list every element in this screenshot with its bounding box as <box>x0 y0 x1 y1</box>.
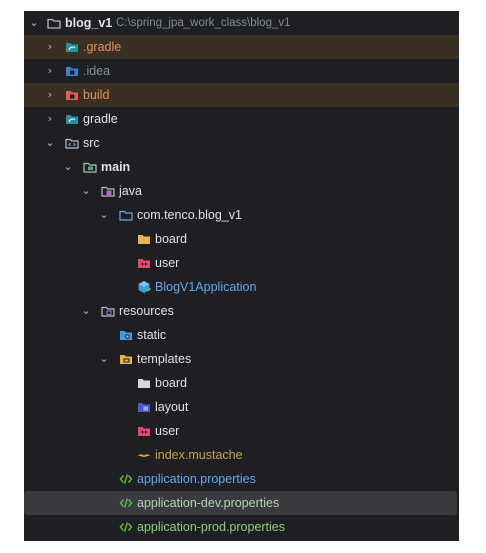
tree-row-application-class[interactable]: BlogV1Application <box>24 275 459 299</box>
chevron-down-icon[interactable]: ⌄ <box>63 160 73 173</box>
properties-icon <box>119 522 133 532</box>
tree-row-java[interactable]: ⌄ java <box>24 179 459 203</box>
tree-label: board <box>155 232 187 246</box>
tree-row-application-prod-properties[interactable]: application-prod.properties <box>24 515 459 539</box>
tree-label: resources <box>119 304 174 318</box>
folder-icon <box>138 235 150 244</box>
tree-label: layout <box>155 400 189 414</box>
spring-class-icon <box>138 281 151 293</box>
tree-row-gradle[interactable]: › gradle <box>24 107 459 131</box>
tree-label: board <box>155 376 187 390</box>
tree-label: main <box>101 160 131 174</box>
tree-label: index.mustache <box>155 448 243 462</box>
module-folder-icon <box>83 162 97 173</box>
user-folder-icon <box>138 259 150 268</box>
chevron-down-icon[interactable]: ⌄ <box>81 184 91 197</box>
chevron-right-icon[interactable]: › <box>47 88 53 101</box>
build-folder-icon <box>66 91 78 100</box>
tree-label: java <box>119 184 142 198</box>
tree-row-user[interactable]: user <box>24 251 459 275</box>
chevron-down-icon[interactable]: ⌄ <box>99 208 109 221</box>
mustache-icon <box>138 454 150 457</box>
gradle-folder-icon <box>66 43 78 52</box>
tree-row-application-properties[interactable]: application.properties <box>24 467 459 491</box>
package-icon <box>119 210 133 221</box>
templates-folder-icon <box>120 355 132 364</box>
tree-row-package[interactable]: ⌄ com.tenco.blog_v1 <box>24 203 459 227</box>
layout-folder-icon <box>138 403 150 412</box>
properties-icon <box>119 498 133 508</box>
tree-label: com.tenco.blog_v1 <box>137 208 242 222</box>
tree-row-board[interactable]: board <box>24 227 459 251</box>
resources-folder-icon <box>101 306 115 317</box>
tree-row-project-root[interactable]: ⌄ blog_v1 C:\spring_jpa_work_class\blog_… <box>24 11 459 35</box>
folder-icon <box>138 379 150 388</box>
chevron-right-icon[interactable]: › <box>47 64 53 77</box>
tree-label: application-dev.properties <box>137 496 280 510</box>
project-path: C:\spring_jpa_work_class\blog_v1 <box>116 17 291 29</box>
static-folder-icon <box>120 331 132 340</box>
tree-label: src <box>83 136 100 150</box>
gradle-folder-icon <box>66 115 78 124</box>
project-name: blog_v1 <box>65 16 113 30</box>
tree-row-resources[interactable]: ⌄ resources <box>24 299 459 323</box>
java-folder-icon <box>101 186 115 197</box>
tree-label: .gradle <box>83 40 122 54</box>
tree-row-templates-board[interactable]: board <box>24 371 459 395</box>
properties-icon <box>119 474 133 484</box>
tree-row-main[interactable]: ⌄ main <box>24 155 459 179</box>
tree-label: user <box>155 256 180 270</box>
tree-label: application.properties <box>137 472 256 486</box>
chevron-right-icon[interactable]: › <box>47 112 53 125</box>
tree-label: static <box>137 328 167 342</box>
user-folder-icon <box>138 427 150 436</box>
idea-folder-icon <box>66 67 78 76</box>
tree-row-static[interactable]: static <box>24 323 459 347</box>
tree-label: application-prod.properties <box>137 520 286 534</box>
source-folder-icon <box>65 138 79 149</box>
tree-row-idea[interactable]: › .idea <box>24 59 459 83</box>
tree-row-templates-user[interactable]: user <box>24 419 459 443</box>
tree-label: user <box>155 424 180 438</box>
chevron-down-icon[interactable]: ⌄ <box>81 304 91 317</box>
project-tree-panel: ⌄ blog_v1 C:\spring_jpa_work_class\blog_… <box>24 11 459 541</box>
tree-label: build <box>83 88 110 102</box>
tree-row-templates[interactable]: ⌄ templates <box>24 347 459 371</box>
tree-row-src[interactable]: ⌄ src <box>24 131 459 155</box>
tree-row-gradle-hidden[interactable]: › .gradle <box>24 35 459 59</box>
tree-label: BlogV1Application <box>155 280 257 294</box>
tree-row-layout[interactable]: layout <box>24 395 459 419</box>
chevron-down-icon[interactable]: ⌄ <box>29 16 39 29</box>
tree-row-build[interactable]: › build <box>24 83 459 107</box>
tree-label: .idea <box>83 64 111 78</box>
chevron-down-icon[interactable]: ⌄ <box>99 352 109 365</box>
tree-row-application-dev-properties[interactable]: application-dev.properties <box>24 491 457 515</box>
chevron-down-icon[interactable]: ⌄ <box>45 136 55 149</box>
tree-row-index-mustache[interactable]: index.mustache <box>24 443 459 467</box>
tree-label: templates <box>137 352 192 366</box>
tree-label: gradle <box>83 112 118 126</box>
folder-icon <box>47 18 61 29</box>
chevron-right-icon[interactable]: › <box>47 40 53 53</box>
